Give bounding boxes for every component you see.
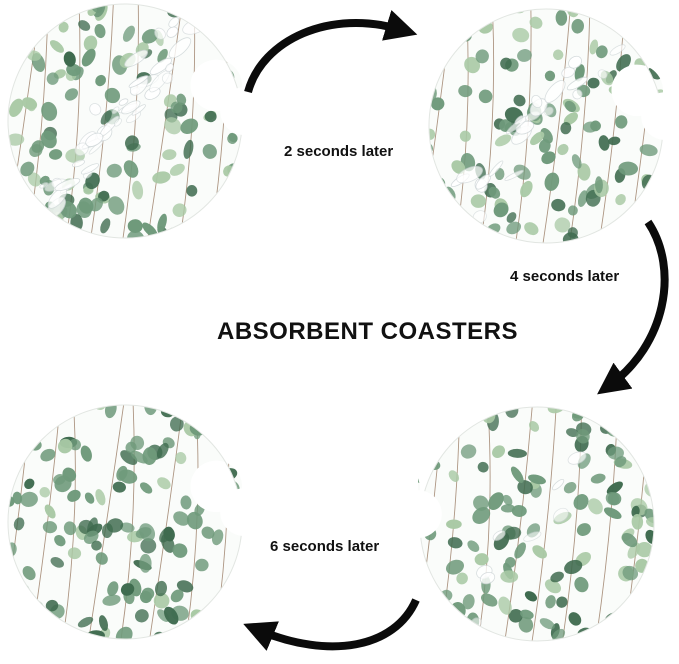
arrow-bottom (243, 598, 420, 651)
arrow-right (597, 219, 669, 395)
coaster-6-seconds (6, 403, 244, 641)
coaster-wet (6, 2, 244, 240)
arrow-top (244, 10, 418, 94)
coaster-pattern (418, 406, 655, 642)
coaster-pattern (7, 3, 244, 239)
coaster-pattern (7, 404, 244, 640)
caption-6-seconds: 6 seconds later (270, 538, 380, 555)
coaster-4-seconds (418, 405, 656, 643)
coaster-2-seconds (427, 7, 665, 245)
caption-2-seconds: 2 seconds later (284, 143, 394, 160)
coaster-pattern (428, 8, 665, 244)
page-title: ABSORBENT COASTERS (217, 318, 519, 345)
caption-4-seconds: 4 seconds later (510, 268, 620, 285)
